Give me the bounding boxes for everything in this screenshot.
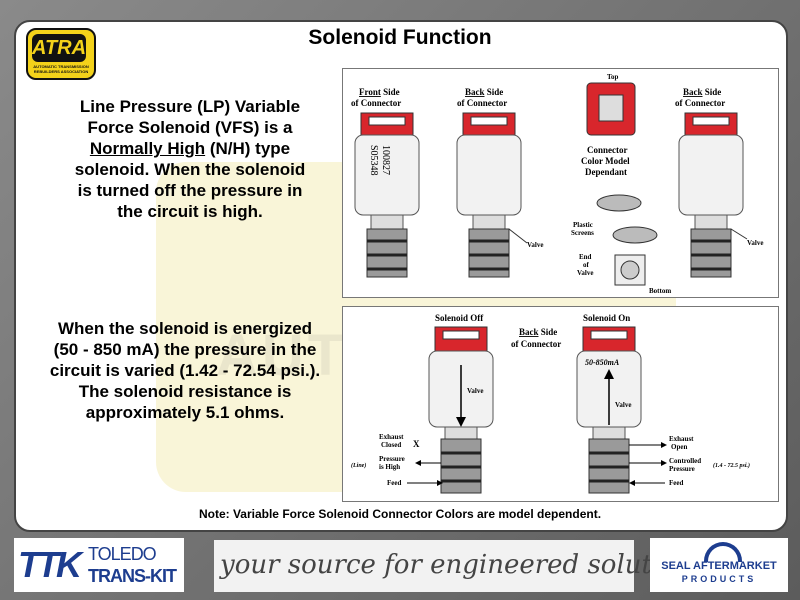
p2-line3: circuit is varied (1.42 - 72.54 psi.). bbox=[49, 361, 321, 380]
solenoid-on-label: Solenoid On bbox=[583, 313, 630, 323]
solenoid-front: 100827 S05348 bbox=[354, 112, 420, 278]
fig1-front-label: Front Side bbox=[359, 87, 400, 97]
part-number-2: S05348 bbox=[368, 145, 379, 176]
part-number-1: 100827 bbox=[380, 145, 391, 175]
p1-line4: solenoid. When the solenoid bbox=[74, 160, 306, 179]
atra-logo-text: ATRA bbox=[32, 34, 86, 62]
bottom-label: Bottom bbox=[649, 287, 671, 295]
current-label: 50-850mA bbox=[585, 358, 620, 367]
solenoid-operation-figure: Solenoid Off Solenoid On Back Side of Co… bbox=[342, 306, 779, 502]
fig1-top-label: Top bbox=[607, 73, 619, 81]
valve-label-2: Valve bbox=[747, 239, 763, 247]
end-of-valve-2: of bbox=[583, 261, 590, 269]
solenoid-operation-svg: Solenoid Off Solenoid On Back Side of Co… bbox=[351, 313, 750, 494]
end-of-valve-3: Valve bbox=[577, 269, 593, 277]
slogan-banner: your source for engineered solutions bbox=[214, 540, 707, 592]
exhaust-open-1: Exhaust bbox=[669, 435, 694, 443]
p1-line1: Line Pressure (LP) Variable bbox=[79, 97, 301, 116]
connector-color-3: Dependant bbox=[585, 167, 627, 177]
ttk-line2: TRANS-KIT bbox=[88, 566, 177, 586]
solenoid-off-label: Solenoid Off bbox=[435, 313, 484, 323]
feed-label-off: Feed bbox=[387, 479, 401, 487]
p2-line5: approximately 5.1 ohms. bbox=[85, 403, 285, 422]
controlled-pressure-1: Controlled bbox=[669, 457, 701, 465]
valve-label-on: Valve bbox=[615, 401, 631, 409]
pressure-range-label: (1.4 - 72.5 psi.) bbox=[713, 462, 750, 469]
seal-line2: PRODUCTS bbox=[681, 574, 757, 584]
fig1-back-label-2: Back Side bbox=[683, 87, 721, 97]
paragraph-energized: When the solenoid is energized (50 - 850… bbox=[20, 318, 350, 423]
solenoid-back: Valve bbox=[456, 112, 543, 278]
atra-logo: ATRA AUTOMATIC TRANSMISSION REBUILDERS A… bbox=[26, 28, 96, 80]
solenoid-on-drawing: 50-850mA Valve bbox=[576, 326, 642, 494]
p2-line4: The solenoid resistance is bbox=[78, 382, 292, 401]
feed-label-on: Feed bbox=[669, 479, 683, 487]
ttk-line1: TOLEDO bbox=[88, 544, 157, 564]
pressure-high-2: is High bbox=[379, 463, 400, 471]
p1-line3: Normally High (N/H) type bbox=[40, 138, 340, 159]
fig2-of-connector: of Connector bbox=[511, 339, 561, 349]
valve-end-view: End of Valve Bottom bbox=[577, 253, 671, 295]
exhaust-open-2: Open bbox=[671, 443, 687, 451]
fig1-back-of-connector-2: of Connector bbox=[675, 98, 725, 108]
p2-line2: (50 - 850 mA) the pressure in the bbox=[53, 340, 317, 359]
p1-line5: is turned off the pressure in bbox=[77, 181, 303, 200]
plastic-screens: Plastic Screens bbox=[571, 194, 658, 244]
solenoid-views-figure: Front Side of Connector Back Side of Con… bbox=[342, 68, 779, 298]
end-of-valve-1: End bbox=[579, 253, 592, 261]
connector-color-note: Note: Variable Force Solenoid Connector … bbox=[198, 507, 602, 521]
exhaust-x-mark: X bbox=[413, 439, 420, 449]
fig1-back-label: Back Side bbox=[465, 87, 503, 97]
atra-logo-subtext: AUTOMATIC TRANSMISSION REBUILDERS ASSOCI… bbox=[33, 64, 89, 74]
slogan-text: your source for engineered solutions bbox=[220, 550, 707, 580]
controlled-pressure-2: Pressure bbox=[669, 465, 695, 473]
fig2-back-label: Back Side bbox=[519, 327, 557, 337]
exhaust-closed-2: Closed bbox=[381, 441, 401, 449]
toledo-trans-kit-logo: TTK TOLEDO TRANS-KIT bbox=[14, 538, 184, 592]
pressure-high-1: Pressure bbox=[379, 455, 405, 463]
ttk-mark: TTK bbox=[18, 544, 82, 585]
plastic-screens-2: Screens bbox=[571, 229, 594, 237]
p1-line3-rest: (N/H) type bbox=[205, 139, 291, 158]
connector-color-1: Connector bbox=[587, 145, 628, 155]
p1-line2: Force Solenoid (VFS) is a bbox=[87, 118, 293, 137]
valve-label-off: Valve bbox=[467, 387, 483, 395]
exhaust-closed-1: Exhaust bbox=[379, 433, 404, 441]
seal-arc-icon bbox=[704, 542, 742, 562]
slide-title: Solenoid Function bbox=[308, 26, 492, 49]
seal-line1: SEAL AFTERMARKET bbox=[661, 560, 777, 572]
fig1-back-of-connector: of Connector bbox=[457, 98, 507, 108]
connector-color-2: Color Model bbox=[581, 156, 630, 166]
fig1-front-of-connector: of Connector bbox=[351, 98, 401, 108]
plastic-screens-1: Plastic bbox=[573, 221, 593, 229]
connector-top-view: Connector Color Model Dependant bbox=[581, 82, 636, 177]
seal-aftermarket-logo: SEAL AFTERMARKET PRODUCTS bbox=[650, 538, 788, 592]
solenoid-views-svg: Front Side of Connector Back Side of Con… bbox=[351, 73, 763, 295]
paragraph-normally-high: Line Pressure (LP) Variable Force Soleno… bbox=[40, 96, 340, 222]
p1-underlined: Normally High bbox=[89, 139, 206, 158]
p2-line1: When the solenoid is energized bbox=[57, 319, 313, 338]
valve-label-1: Valve bbox=[527, 241, 543, 249]
p1-line6: the circuit is high. bbox=[117, 202, 263, 221]
line-label: (Line) bbox=[351, 462, 366, 469]
solenoid-off-drawing: Valve bbox=[428, 326, 494, 494]
solenoid-back-right: Valve bbox=[678, 112, 763, 278]
